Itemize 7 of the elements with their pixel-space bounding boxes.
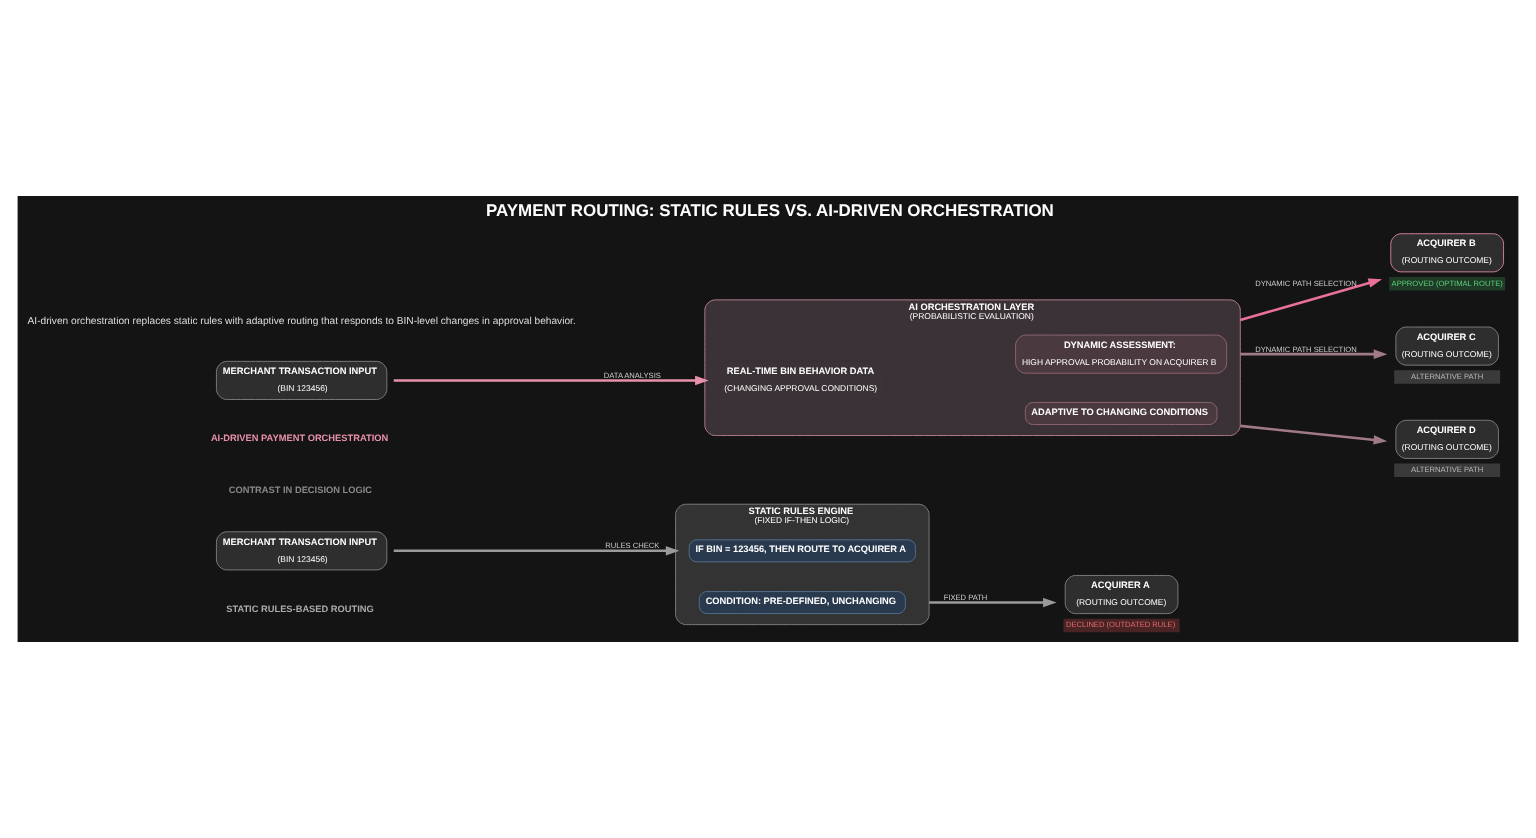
arrow bbox=[1240, 349, 1388, 359]
diagram-title: PAYMENT ROUTING: STATIC RULES VS. AI-DRIVEN ORCHESTRATION bbox=[486, 199, 1054, 220]
arrow bbox=[1240, 424, 1388, 445]
arrow bbox=[1239, 278, 1383, 322]
arrow bbox=[929, 597, 1057, 608]
arrow bbox=[393, 375, 709, 386]
arrow bbox=[393, 546, 680, 556]
